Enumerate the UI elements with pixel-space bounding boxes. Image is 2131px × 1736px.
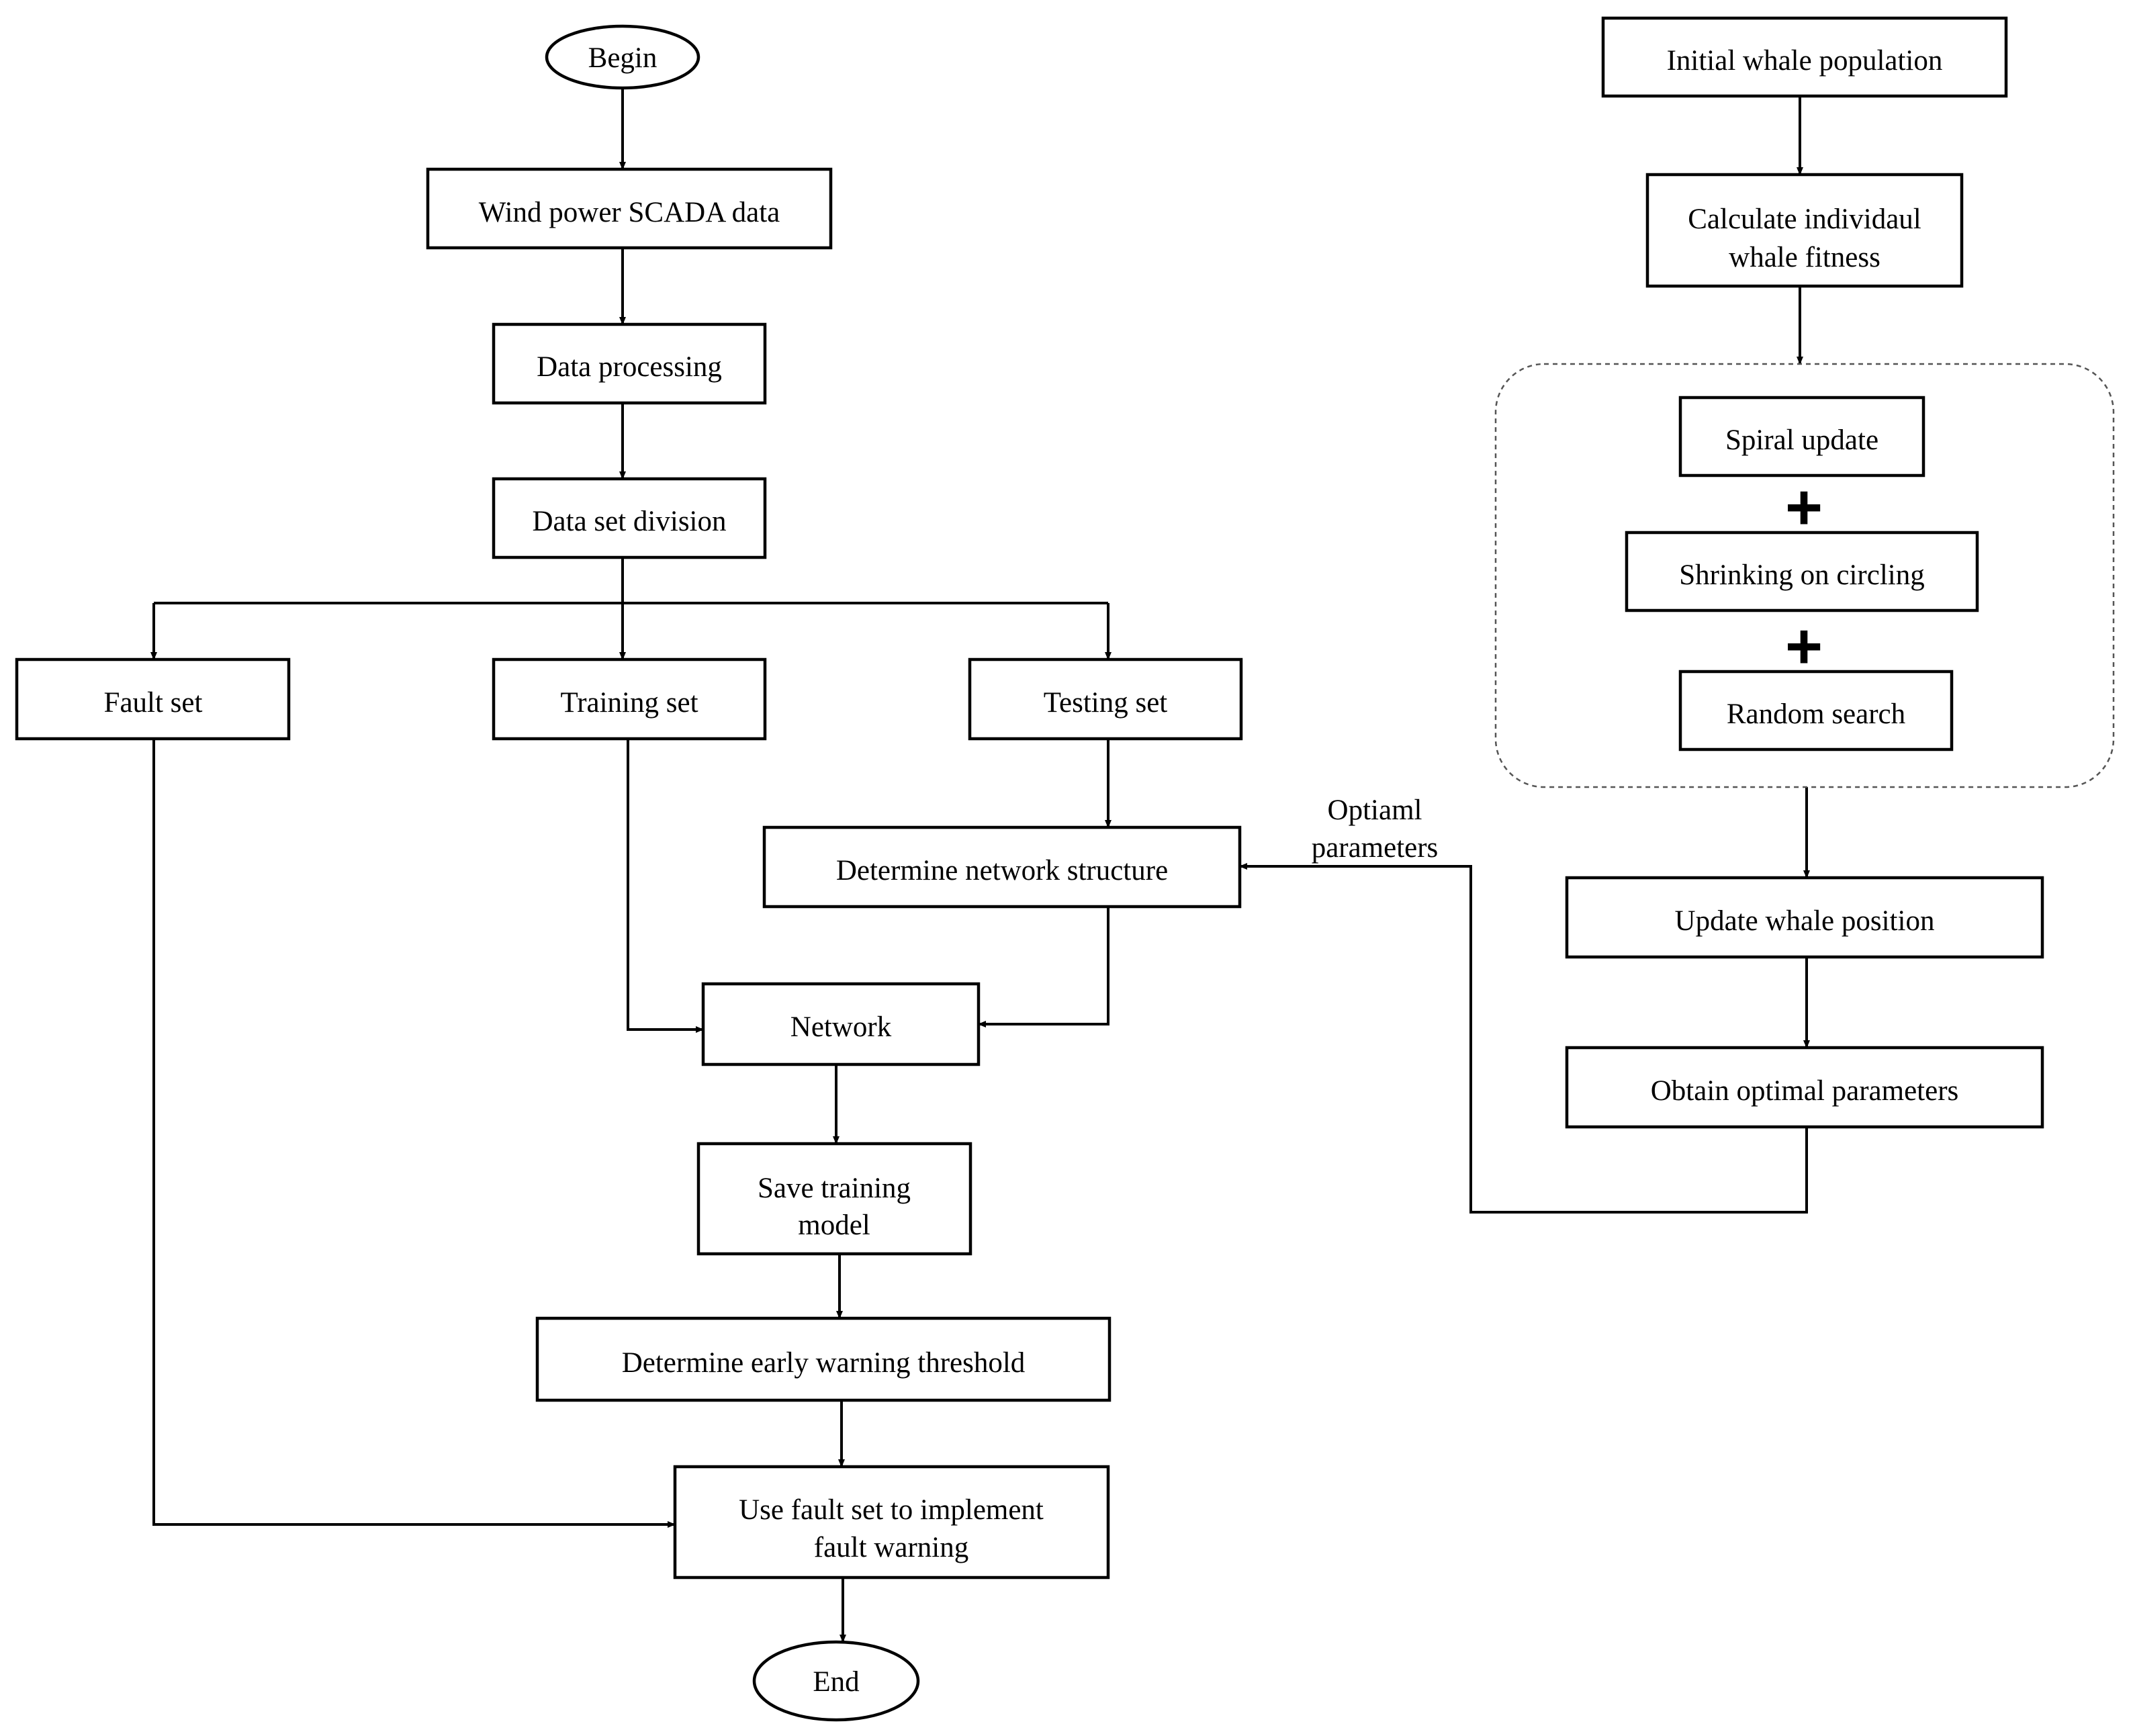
arrow-fault-set-to-use [152,739,676,1528]
update-whale-position-box: Update whale position [1565,876,2044,959]
save-model-box: Save training model [696,1142,972,1256]
whale-fitness-label-line2: whale fitness [1729,242,1880,273]
whale-fitness-label-line1: Calculate individaul [1688,203,1921,235]
warning-threshold-box: Determine early warning threshold [535,1316,1112,1402]
update-whale-position-label: Update whale position [1675,905,1935,937]
data-set-division-box: Data set division [492,477,767,559]
spiral-update-box: Spiral update [1678,396,1925,477]
network-structure-label: Determine network structure [836,855,1168,886]
scada-data-box: Wind power SCADA data [426,167,833,250]
data-set-division-label: Data set division [532,506,726,537]
end-terminal: End [752,1640,920,1722]
data-processing-label: Data processing [537,351,722,383]
initial-whale-box: Initial whale population [1601,16,2008,98]
random-search-label: Random search [1727,698,1905,730]
begin-label: Begin [588,42,658,74]
save-model-label-line2: model [798,1209,870,1241]
warning-threshold-label: Determine early warning threshold [622,1347,1026,1379]
training-set-box: Training set [492,657,767,741]
fault-set-label: Fault set [104,687,203,719]
fault-warning-box: Use fault set to implement fault warning [673,1465,1110,1580]
data-processing-box: Data processing [492,322,767,405]
edge-label-line2: parameters [1312,832,1439,864]
arrow-training-to-network [627,739,704,1033]
fault-set-box: Fault set [15,657,291,741]
testing-set-label: Testing set [1044,687,1168,719]
network-structure-box: Determine network structure [762,825,1242,909]
end-label: End [813,1666,859,1698]
shrinking-circling-label: Shrinking on circling [1679,559,1924,591]
update-strategy-group: Spiral update + Shrinking on circling + … [1494,363,2115,788]
network-box: Network [701,982,981,1066]
optimal-parameters-box: Obtain optimal parameters [1565,1046,2044,1129]
whale-fitness-box: Calculate individaul whale fitness [1645,173,1964,288]
testing-set-box: Testing set [968,657,1243,741]
random-search-box: Random search [1678,670,1954,751]
network-label: Network [790,1011,892,1043]
connectors [150,87,1810,1643]
begin-terminal: Begin [545,24,700,90]
optimal-parameters-label: Obtain optimal parameters [1651,1075,1959,1107]
scada-data-label: Wind power SCADA data [479,197,780,228]
edge-label-line1: Optiaml [1328,794,1422,826]
shrinking-circling-box: Shrinking on circling [1625,531,1979,612]
save-model-label-line1: Save training [758,1173,911,1204]
initial-whale-label: Initial whale population [1667,45,1943,77]
fault-warning-label-line2: fault warning [814,1532,968,1563]
training-set-label: Training set [560,687,698,719]
arrow-obtain-to-structure [1239,863,1808,1214]
arrow-structure-to-network [978,907,1109,1027]
fault-warning-label-line1: Use fault set to implement [739,1494,1044,1526]
optimal-parameters-edge-label: Optiaml parameters [1312,794,1439,864]
spiral-update-label: Spiral update [1725,424,1878,456]
update-strategy-dashed-frame [1494,363,2115,788]
